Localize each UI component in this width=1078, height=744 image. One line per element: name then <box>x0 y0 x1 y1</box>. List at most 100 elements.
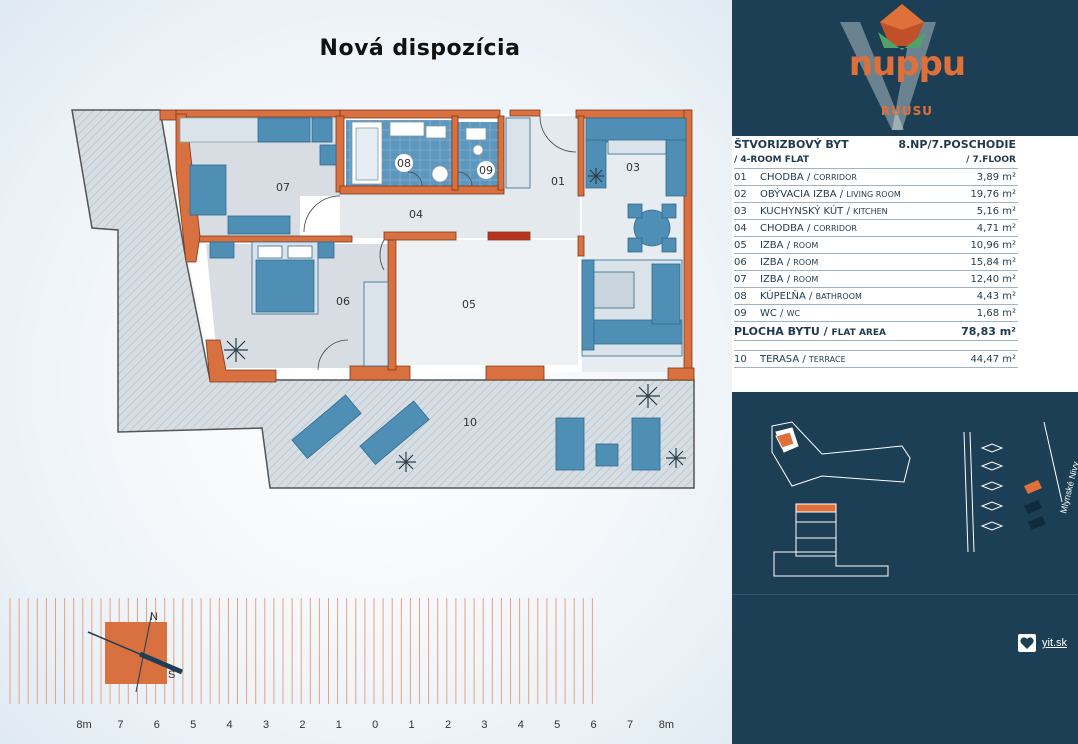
terrace-name: TERASA / TERRACE <box>760 354 846 365</box>
room-name: KUCHYNSKÝ KÚT / KITCHEN <box>760 206 888 217</box>
room-row: 01 CHODBA / CORRIDOR 3,89 m² <box>734 169 1018 186</box>
room-num: 09 <box>734 308 747 319</box>
room-label-05: 05 <box>462 298 476 311</box>
logo-block: nuppu RUUSU <box>732 0 1078 136</box>
scale-label: 7 <box>627 719 633 731</box>
scale-label: 5 <box>554 719 560 731</box>
compass-south: S <box>168 669 175 681</box>
terrace-outline <box>71 109 695 489</box>
flat-type: ŠTVORIZBOVÝ BYT <box>734 138 849 151</box>
plan-title: Nová dispozícia <box>319 36 521 61</box>
compass-north: N <box>150 611 158 623</box>
heart-icon <box>1018 634 1036 652</box>
scale-label: 2 <box>299 719 305 731</box>
scale-label: 7 <box>117 719 123 731</box>
floorplan-area: Nová dispozícia <box>0 0 732 744</box>
room-area: 12,40 m² <box>970 274 1016 285</box>
flat-total-label: PLOCHA BYTU / FLAT AREA <box>734 325 886 338</box>
scale-label: 4 <box>227 719 233 731</box>
flat-floor: 8.NP/7.POSCHODIE <box>898 138 1016 151</box>
flat-type-en-row: / 4-ROOM FLAT / 7.FLOOR <box>734 153 1018 169</box>
room-label-04: 04 <box>409 208 423 221</box>
brand-logo-icon <box>840 4 936 130</box>
room-area: 3,89 m² <box>976 172 1016 183</box>
room-row: 06 IZBA / ROOM 15,84 m² <box>734 254 1018 271</box>
room-area: 10,96 m² <box>970 240 1016 251</box>
scale-label: 5 <box>190 719 196 731</box>
room-area: 19,76 m² <box>970 189 1016 200</box>
plant-icons <box>224 168 686 472</box>
compass: N S <box>87 611 183 693</box>
scale-label: 4 <box>518 719 524 731</box>
room-name: IZBA / ROOM <box>760 257 819 268</box>
door-swings <box>303 115 577 371</box>
room-area: 4,71 m² <box>976 223 1016 234</box>
flat-type-en: / 4-ROOM FLAT <box>734 155 810 165</box>
room-label-01: 01 <box>551 175 565 188</box>
brand-name: nuppu <box>848 44 966 84</box>
flat-total-row: PLOCHA BYTU / FLAT AREA 78,83 m² <box>734 322 1018 341</box>
flat-total-area: 78,83 m² <box>961 325 1016 338</box>
scale-label: 3 <box>481 719 487 731</box>
site-link[interactable]: yit.sk <box>1042 637 1068 649</box>
room-row: 03 KUCHYNSKÝ KÚT / KITCHEN 5,16 m² <box>734 203 1018 220</box>
room-row: 09 WC / WC 1,68 m² <box>734 305 1018 322</box>
scale-label: 6 <box>591 719 597 731</box>
room-num: 05 <box>734 240 747 251</box>
terrace-row: 10 TERASA / TERRACE 44,47 m² <box>734 351 1018 368</box>
room-num: 06 <box>734 257 747 268</box>
room-area: 5,16 m² <box>976 206 1016 217</box>
room-label-03: 03 <box>626 161 640 174</box>
room-labels: 01 03 04 05 06 07 08 09 10 <box>276 154 640 429</box>
room-row: 02 OBÝVACIA IZBA / LIVING ROOM 19,76 m² <box>734 186 1018 203</box>
flat-type-row: ŠTVORIZBOVÝ BYT 8.NP/7.POSCHODIE <box>734 136 1018 153</box>
furniture <box>179 117 687 471</box>
street-label: Mlynské Nivy <box>1058 460 1078 514</box>
room-label-10: 10 <box>463 416 477 429</box>
room-row: 04 CHODBA / CORRIDOR 4,71 m² <box>734 220 1018 237</box>
scale-label: 3 <box>263 719 269 731</box>
walls <box>159 109 695 383</box>
room-num: 04 <box>734 223 747 234</box>
room-area: 15,84 m² <box>970 257 1016 268</box>
room-num: 08 <box>734 291 747 302</box>
scale-bar: N S 8m 7 6 5 4 3 2 1 0 1 2 3 4 5 6 7 8m <box>9 598 674 731</box>
scale-label: 6 <box>154 719 160 731</box>
scale-ticks <box>9 598 593 704</box>
room-name: WC / WC <box>760 308 801 319</box>
scale-labels: 8m 7 6 5 4 3 2 1 0 1 2 3 4 5 6 7 8m <box>76 719 674 731</box>
room-name: OBÝVACIA IZBA / LIVING ROOM <box>760 189 901 200</box>
room-label-08: 08 <box>397 157 411 170</box>
room-num: 07 <box>734 274 747 285</box>
scale-label: 2 <box>445 719 451 731</box>
scale-label: 1 <box>336 719 342 731</box>
terrace-area: 44,47 m² <box>970 354 1016 365</box>
room-area: 1,68 m² <box>976 308 1016 319</box>
room-num: 03 <box>734 206 747 217</box>
room-label-06: 06 <box>336 295 350 308</box>
brand-sub: RUUSU <box>880 104 934 118</box>
terrace-num: 10 <box>734 354 747 365</box>
room-name: IZBA / ROOM <box>760 274 819 285</box>
room-row: 07 IZBA / ROOM 12,40 m² <box>734 271 1018 288</box>
footer-block <box>732 594 1078 744</box>
scale-label: 0 <box>372 719 378 731</box>
room-name: CHODBA / CORRIDOR <box>760 172 857 183</box>
floorplan-drawing: 01 03 04 05 06 07 08 09 10 <box>71 109 695 489</box>
room-num: 01 <box>734 172 747 183</box>
room-name: CHODBA / CORRIDOR <box>760 223 857 234</box>
room-label-07: 07 <box>276 181 290 194</box>
room-name: IZBA / ROOM <box>760 240 819 251</box>
flat-info-table: ŠTVORIZBOVÝ BYT 8.NP/7.POSCHODIE / 4-ROO… <box>732 136 1078 392</box>
room-num: 02 <box>734 189 747 200</box>
room-row: 05 IZBA / ROOM 10,96 m² <box>734 237 1018 254</box>
location-map-drawing: Mlynské Nivy <box>771 421 1078 577</box>
scale-label: 8m <box>76 719 91 731</box>
scale-label: 8m <box>659 719 674 731</box>
room-area: 4,43 m² <box>976 291 1016 302</box>
scale-label: 1 <box>409 719 415 731</box>
room-label-09: 09 <box>479 164 493 177</box>
side-panel: nuppu RUUSU ŠTVORIZBOVÝ BYT 8.NP/7.POSCH… <box>732 0 1078 744</box>
